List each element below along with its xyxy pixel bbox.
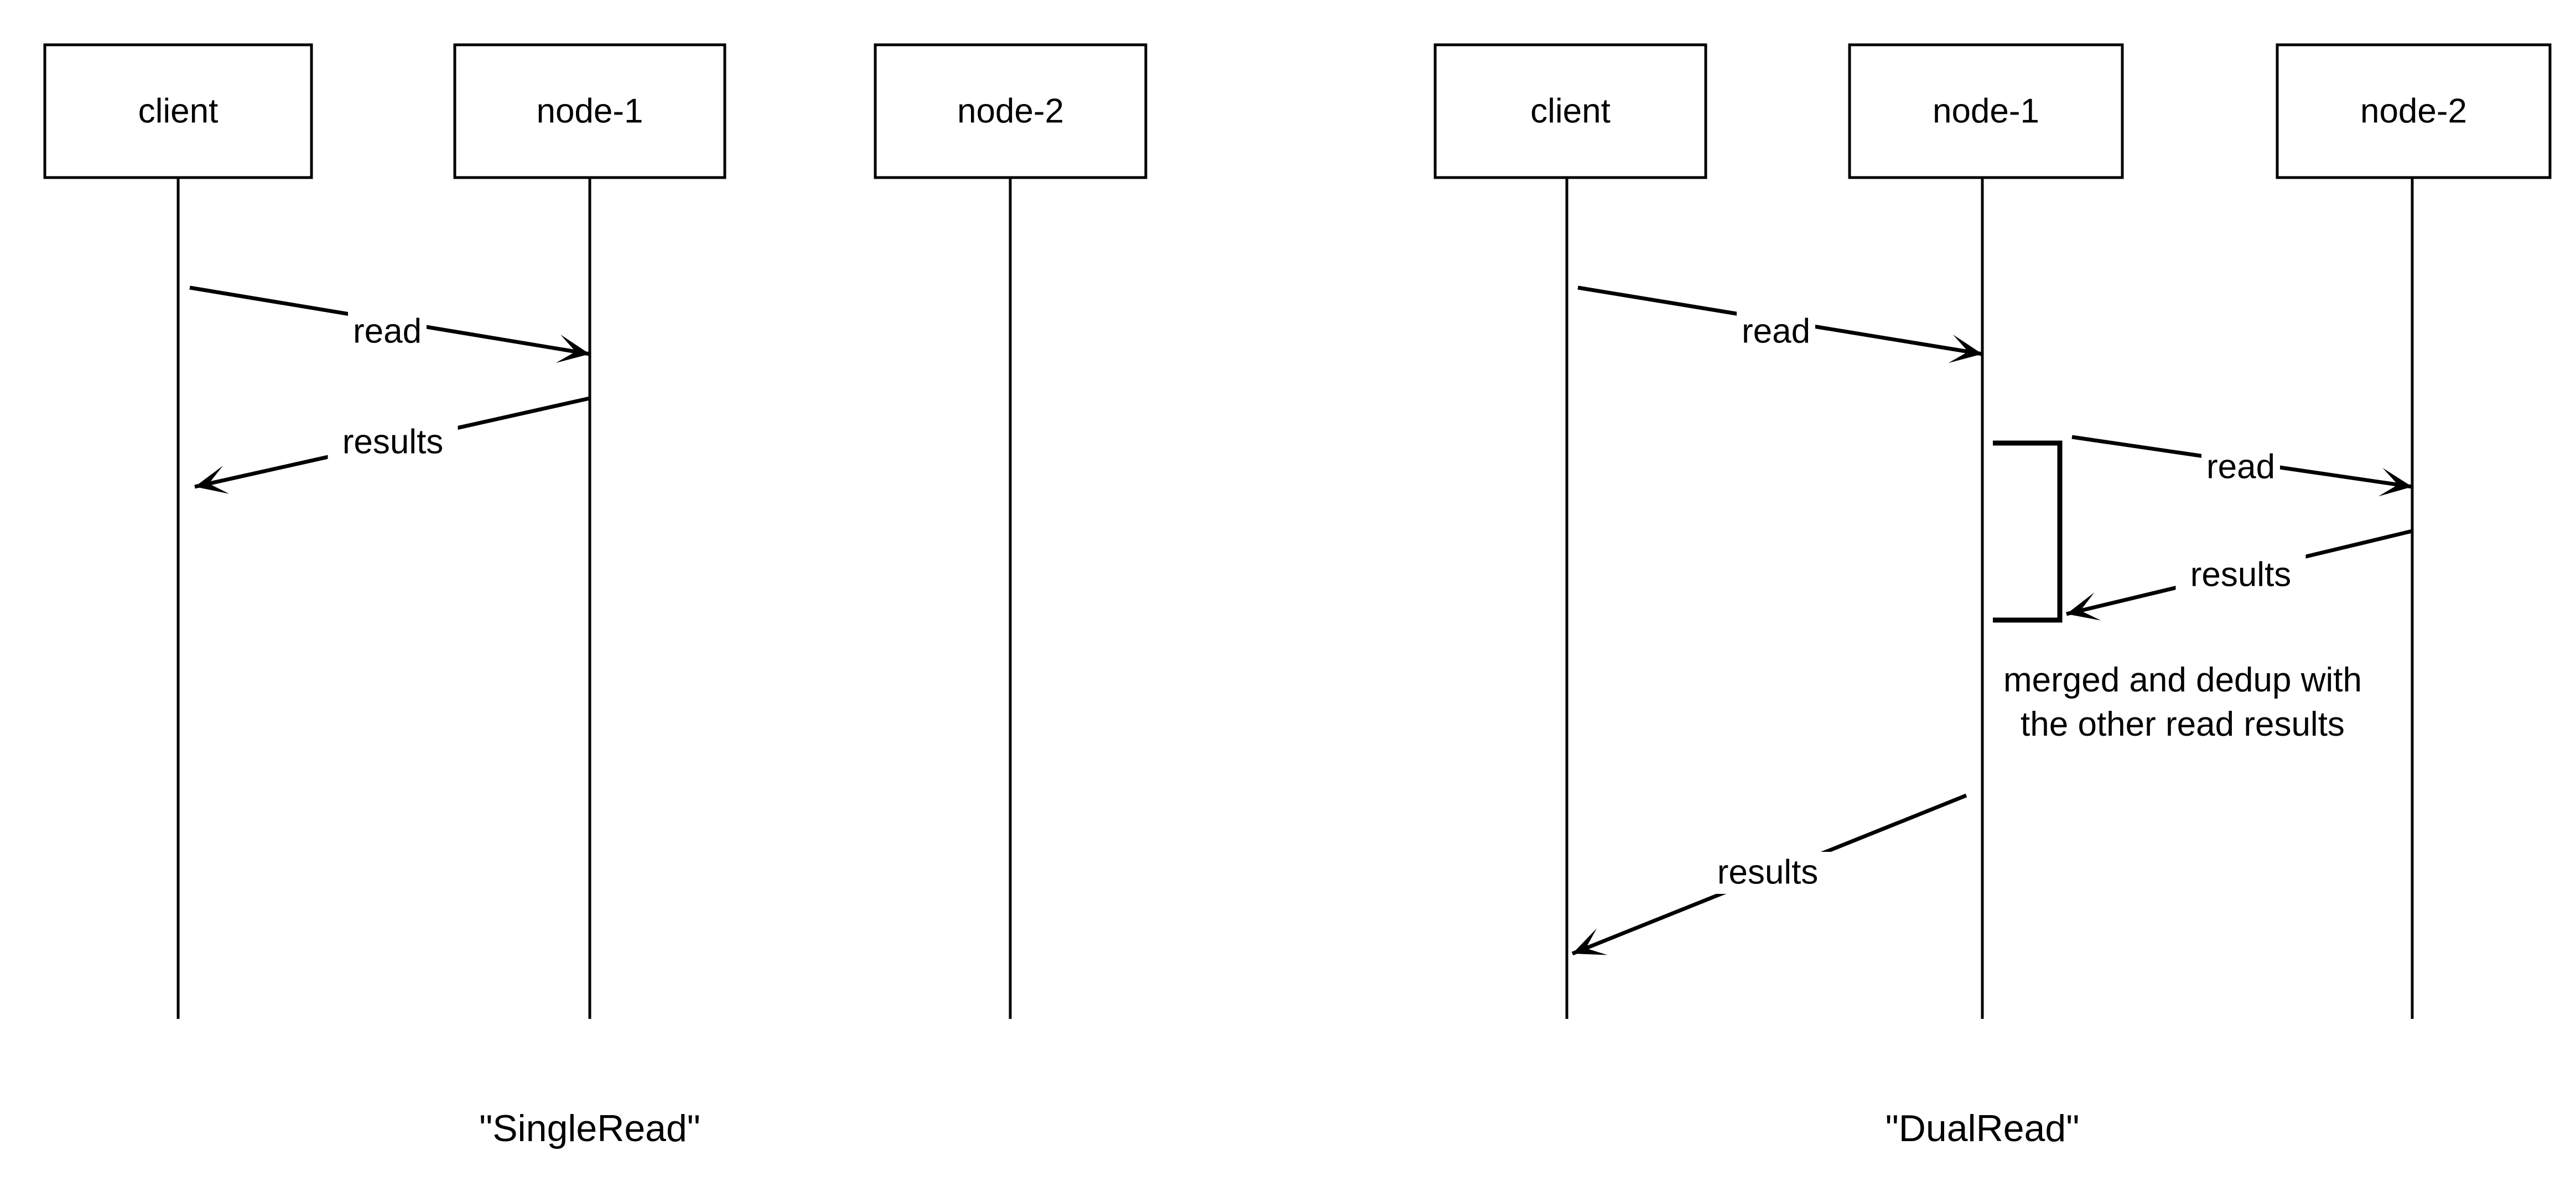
message-single-read-1[interactable]: results [194,396,590,494]
activation-bracket-node-1-0 [1993,440,2063,623]
participant-box-node-2[interactable] [874,43,1147,179]
arrow-head-icon [2066,592,2101,621]
participant-label-node-2: node-2 [2360,92,2467,130]
message-dual-read-2[interactable]: results [2066,529,2413,621]
arrow-head-icon [1948,334,1982,363]
message-single-read-0[interactable]: read [189,285,590,363]
message-label-read: read [353,312,422,350]
message-label-backdrop [328,421,458,464]
message-dual-read-3[interactable]: results [1571,793,1967,956]
participant-label-client: client [138,92,219,130]
message-label-results: results [342,423,444,461]
arrow-head-icon [1572,928,1608,955]
message-label-read: read [2206,447,2275,486]
message-label-read: read [1742,312,1810,350]
participant-label-node-2: node-2 [957,92,1064,130]
message-label-backdrop [1737,311,1815,353]
diagram-caption-single-read: "SingleRead" [479,1107,700,1149]
participant-box-node-1[interactable] [453,43,726,179]
arrow-head-icon [195,465,230,494]
participant-label-client: client [1530,92,1611,130]
message-label-results: results [1717,853,1819,891]
participant-box-client[interactable] [43,43,313,179]
message-label-results: results [2190,555,2292,594]
participant-box-node-2[interactable] [2276,43,2552,179]
participant-box-client[interactable] [1434,43,1707,179]
note-dual-read-0: merged and dedup with the other read resu… [2003,661,2362,743]
participant-box-node-1[interactable] [1848,43,2124,179]
note-line-1: the other read results [2021,705,2345,743]
message-label-backdrop [2175,554,2306,596]
participant-label-node-1: node-1 [1933,92,2039,130]
message-label-backdrop [348,311,427,353]
arrow-head-icon [555,334,590,363]
diagram-dual-read: client node-1 node-2 read read results results… [1434,43,2552,1149]
diagram-caption-dual-read: "DualRead" [1886,1107,2080,1149]
diagram-single-read: client node-1 node-2 read results "SingleRead… [43,43,1147,1149]
message-dual-read-1[interactable]: read [2071,435,2413,497]
participant-label-node-1: node-1 [536,92,643,130]
message-label-backdrop [1702,852,1833,894]
note-line-0: merged and dedup with [2003,661,2362,699]
arrow-head-icon [2378,467,2412,497]
message-dual-read-0[interactable]: read [1577,285,1983,363]
message-label-backdrop [2201,446,2280,488]
